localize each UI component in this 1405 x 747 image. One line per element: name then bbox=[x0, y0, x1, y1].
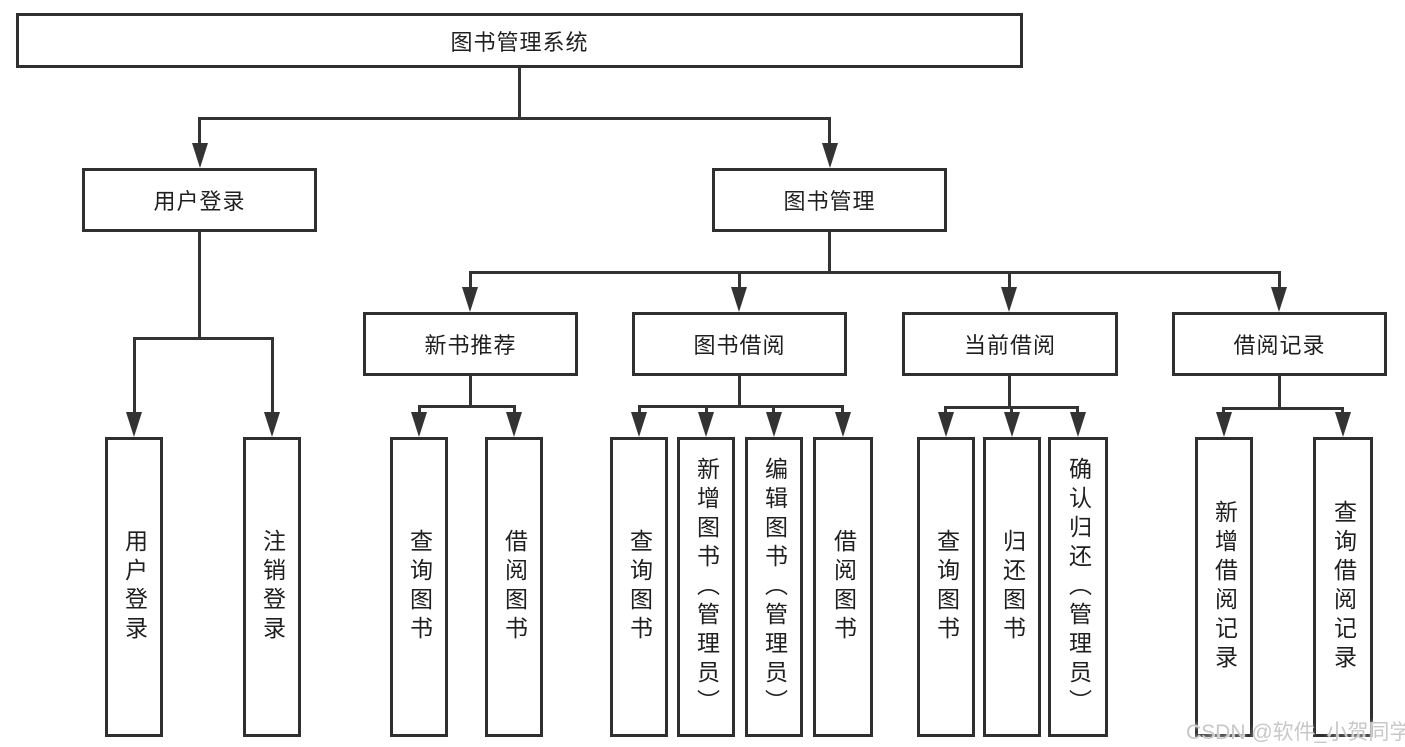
arrowhead-down-icon bbox=[938, 412, 954, 437]
leaf-label: 查询图书 bbox=[626, 529, 653, 645]
leaf-label: 用户登录 bbox=[121, 529, 148, 645]
arrowhead-down-icon bbox=[1335, 412, 1351, 437]
leaf-return-book: 归还图书 bbox=[983, 437, 1041, 737]
leaf-label: 新增图书（管理员） bbox=[693, 456, 720, 718]
connector-drop-leaf-logout bbox=[271, 337, 274, 415]
leaf-label: 借阅图书 bbox=[501, 529, 528, 645]
arrowhead-down-icon bbox=[1001, 287, 1017, 312]
connector-book-borrow-rail bbox=[638, 405, 844, 408]
connector-drop bbox=[841, 405, 844, 414]
arrowhead-down-icon bbox=[126, 412, 142, 437]
watermark-text: CSDN @软件_小贺同学 bbox=[1186, 721, 1405, 744]
leaf-label: 查询图书 bbox=[406, 529, 433, 645]
node-label: 借阅记录 bbox=[1233, 333, 1326, 358]
arrowhead-down-icon bbox=[731, 287, 747, 312]
connector-drop-new-book-recommend bbox=[469, 271, 472, 289]
arrowhead-down-icon bbox=[822, 143, 838, 168]
node-label: 用户登录 bbox=[153, 189, 246, 214]
leaf-borrow-books-1: 借阅图书 bbox=[485, 437, 543, 737]
connector-drop bbox=[1076, 406, 1079, 414]
connector-drop bbox=[705, 405, 708, 414]
connector-drop-borrow-records bbox=[1278, 271, 1281, 289]
arrowhead-down-icon bbox=[1216, 412, 1232, 437]
connector-drop bbox=[418, 405, 421, 414]
arrowhead-down-icon bbox=[698, 412, 714, 437]
arrowhead-down-icon bbox=[1070, 412, 1086, 437]
leaf-query-books-1: 查询图书 bbox=[390, 437, 448, 737]
node-book-borrow: 图书借阅 bbox=[632, 312, 847, 376]
connector-drop bbox=[772, 405, 775, 414]
connector-drop bbox=[1341, 407, 1344, 414]
arrowhead-down-icon bbox=[835, 412, 851, 437]
leaf-query-books-3: 查询图书 bbox=[917, 437, 975, 737]
connector-drop-book-borrow bbox=[738, 271, 741, 289]
connector-level3-rail bbox=[469, 271, 1281, 274]
node-label: 图书管理系统 bbox=[450, 29, 589, 55]
leaf-label: 借阅图书 bbox=[830, 529, 857, 645]
node-label: 新书推荐 bbox=[424, 333, 517, 358]
connector-book-management-stem bbox=[828, 232, 831, 271]
leaf-label: 新增借阅记录 bbox=[1211, 500, 1238, 674]
node-label: 图书管理 bbox=[783, 189, 876, 214]
connector-level2-rail bbox=[198, 117, 831, 120]
leaf-query-borrow-record: 查询借阅记录 bbox=[1313, 437, 1373, 737]
leaf-label: 注销登录 bbox=[259, 529, 286, 645]
connector-new-book-recommend-rail bbox=[418, 405, 516, 408]
arrowhead-down-icon bbox=[631, 412, 647, 437]
node-current-borrow: 当前借阅 bbox=[902, 312, 1118, 376]
connector-drop bbox=[1010, 406, 1013, 414]
node-user-login: 用户登录 bbox=[82, 168, 317, 232]
arrowhead-down-icon bbox=[192, 143, 208, 168]
arrowhead-down-icon bbox=[462, 287, 478, 312]
arrowhead-down-icon bbox=[1004, 412, 1020, 437]
leaf-user-login: 用户登录 bbox=[105, 437, 163, 737]
connector-root-stem bbox=[518, 68, 521, 117]
connector-drop-leaf-user-login bbox=[133, 337, 136, 415]
leaf-label: 编辑图书（管理员） bbox=[761, 456, 788, 718]
arrowhead-down-icon bbox=[506, 412, 522, 437]
connector-book-borrow-stem bbox=[738, 376, 741, 405]
node-label: 当前借阅 bbox=[963, 333, 1056, 358]
connector-borrow-records-stem bbox=[1278, 376, 1281, 407]
leaf-logout: 注销登录 bbox=[243, 437, 301, 737]
connector-user-login-rail bbox=[133, 337, 274, 340]
arrowhead-down-icon bbox=[766, 412, 782, 437]
leaf-borrow-books-2: 借阅图书 bbox=[813, 437, 873, 737]
connector-drop bbox=[638, 405, 641, 414]
node-label: 图书借阅 bbox=[693, 333, 786, 358]
connector-drop bbox=[1222, 407, 1225, 414]
connector-drop bbox=[513, 405, 516, 414]
connector-user-login-stem bbox=[198, 232, 201, 337]
leaf-label: 归还图书 bbox=[999, 529, 1026, 645]
leaf-label: 确认归还（管理员） bbox=[1065, 456, 1092, 718]
node-library-system: 图书管理系统 bbox=[16, 13, 1023, 68]
leaf-label: 查询借阅记录 bbox=[1330, 500, 1357, 674]
node-book-management: 图书管理 bbox=[712, 168, 947, 232]
leaf-confirm-return-admin: 确认归还（管理员） bbox=[1048, 437, 1108, 737]
node-new-book-recommend: 新书推荐 bbox=[363, 312, 578, 376]
leaf-query-books-2: 查询图书 bbox=[610, 437, 668, 737]
node-borrow-records: 借阅记录 bbox=[1172, 312, 1387, 376]
connector-drop-current-borrow bbox=[1008, 271, 1011, 289]
leaf-edit-book-admin: 编辑图书（管理员） bbox=[745, 437, 803, 737]
leaf-add-book-admin: 新增图书（管理员） bbox=[677, 437, 735, 737]
arrowhead-down-icon bbox=[1271, 287, 1287, 312]
connector-drop bbox=[944, 406, 947, 414]
leaf-add-borrow-record: 新增借阅记录 bbox=[1195, 437, 1253, 737]
connector-drop-book-management bbox=[828, 117, 831, 144]
connector-new-book-recommend-stem bbox=[469, 376, 472, 405]
leaf-label: 查询图书 bbox=[933, 529, 960, 645]
connector-current-borrow-stem bbox=[1008, 376, 1011, 406]
connector-borrow-records-rail bbox=[1222, 407, 1344, 410]
arrowhead-down-icon bbox=[264, 412, 280, 437]
connector-drop-user-login bbox=[198, 117, 201, 144]
arrowhead-down-icon bbox=[411, 412, 427, 437]
